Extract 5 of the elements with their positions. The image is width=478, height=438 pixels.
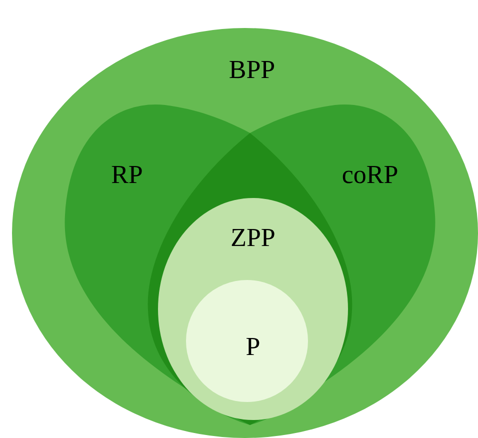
class-label: BPP xyxy=(228,57,276,83)
class-label: P xyxy=(246,334,260,360)
class-label: ZPP xyxy=(230,225,276,251)
class-label: RP xyxy=(111,162,143,188)
class-label: coRP xyxy=(342,162,398,188)
